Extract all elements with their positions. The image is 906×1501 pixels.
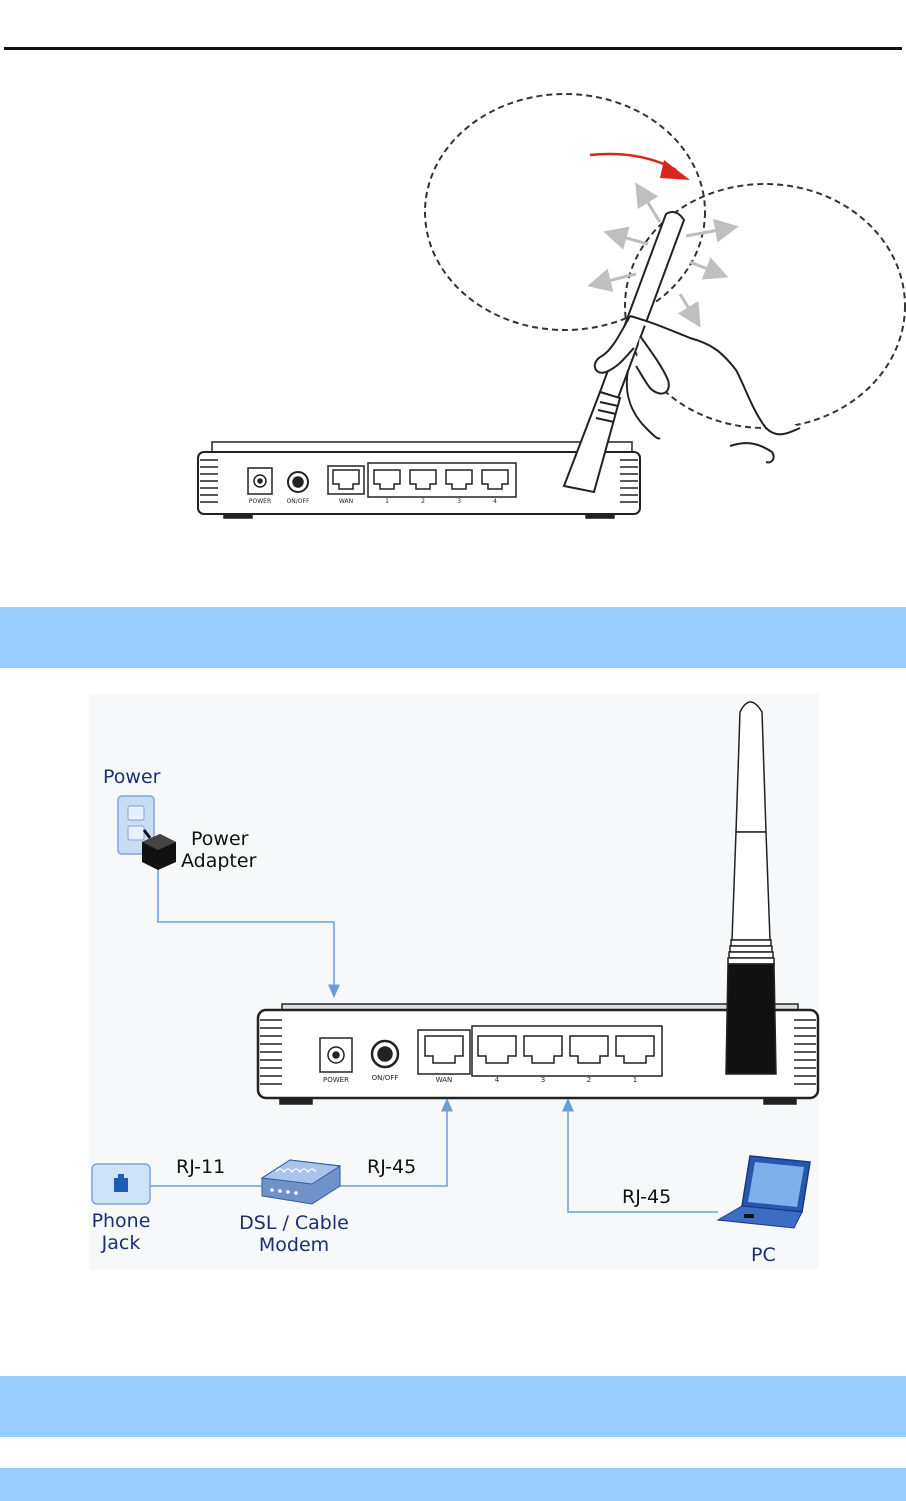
label-modem-1: DSL / Cable	[224, 1212, 364, 1234]
label-rj11: RJ-11	[176, 1156, 225, 1178]
label-modem-2: Modem	[224, 1234, 364, 1256]
label-pc: PC	[751, 1244, 776, 1266]
label-rj45-modem: RJ-45	[367, 1156, 416, 1178]
section-band-2	[0, 1376, 906, 1437]
laptop-icon	[718, 1156, 810, 1228]
label-rj45-pc: RJ-45	[622, 1186, 671, 1208]
port-label-lan1: 1	[633, 1076, 637, 1084]
label-power-adapter-2: Adapter	[181, 850, 256, 872]
label-phone-jack-1: Phone	[80, 1210, 162, 1232]
port-label-lan2: 2	[587, 1076, 591, 1084]
port-label-power: POWER	[323, 1076, 349, 1084]
label-power-adapter-1: Power	[191, 828, 248, 850]
phone-jack-icon	[92, 1164, 150, 1204]
label-power: Power	[103, 766, 160, 788]
label-phone-jack-2: Jack	[80, 1232, 162, 1254]
power-adapter-icon	[142, 830, 176, 870]
dsl-modem-icon	[262, 1160, 340, 1204]
antenna-fig2	[726, 702, 776, 1074]
section-band-3	[0, 1468, 906, 1501]
port-label-onoff: ON/OFF	[372, 1074, 399, 1082]
port-label-lan3: 3	[541, 1076, 545, 1084]
port-label-lan4: 4	[495, 1076, 500, 1084]
port-label-wan: WAN	[436, 1076, 453, 1084]
